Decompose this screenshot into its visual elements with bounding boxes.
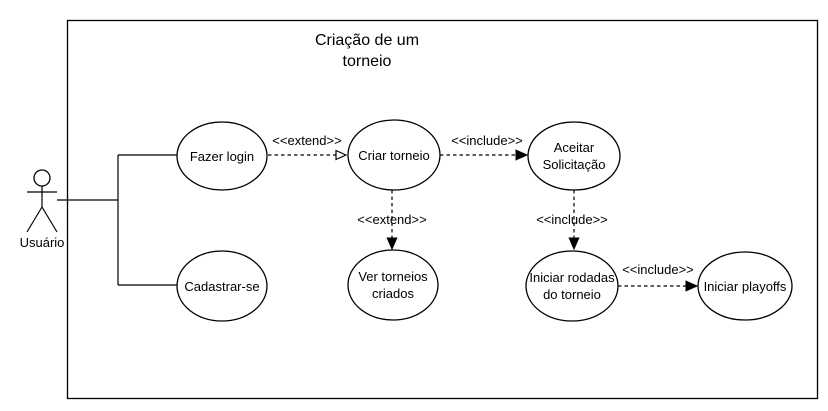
relation-include-iniciar-rodadas-to-iniciar-playoffs[interactable]: <<include>>	[618, 262, 699, 292]
title-line-2: torneio	[343, 53, 392, 70]
usecase-iniciar-playoffs[interactable]: Iniciar playoffs	[697, 251, 793, 321]
usecase-ellipse[interactable]	[347, 249, 439, 321]
relation-extend-criar-torneio-to-ver-torneios-criados[interactable]: <<extend>>	[357, 190, 427, 251]
usecase-label-line-1: Ver torneios	[358, 269, 428, 284]
actor-label: Usuário	[20, 235, 65, 250]
usecase-label-line-2: do torneio	[543, 287, 601, 302]
usecase-aceitar-solicitacao[interactable]: Aceitar Solicitação	[527, 121, 621, 191]
diagram-title: Criação de um torneio	[315, 32, 419, 70]
usecase-ellipse[interactable]	[176, 121, 268, 191]
usecase-label: Criar torneio	[358, 148, 430, 163]
filled-arrowhead-icon	[568, 237, 580, 251]
usecase-ellipse[interactable]	[176, 250, 268, 322]
association-usuario[interactable]	[57, 154, 177, 286]
usecase-label: Iniciar playoffs	[704, 279, 787, 294]
usecase-criar-torneio[interactable]: Criar torneio	[347, 119, 441, 191]
usecase-ellipse[interactable]	[525, 250, 619, 322]
usecase-label: Cadastrar-se	[184, 279, 259, 294]
usecase-label-line-2: Solicitação	[543, 157, 606, 172]
usecase-fazer-login[interactable]: Fazer login	[176, 121, 268, 191]
relation-extend-fazer-login-to-criar-torneio[interactable]: <<extend>>	[268, 133, 348, 161]
actor-icon	[26, 169, 58, 233]
relation-label: <<include>>	[536, 212, 608, 227]
filled-arrowhead-icon	[386, 237, 398, 251]
usecase-label-line-2: criados	[372, 286, 414, 301]
actor-usuario[interactable]: Usuário	[20, 169, 65, 250]
relation-label: <<include>>	[451, 133, 523, 148]
relation-label: <<include>>	[622, 262, 694, 277]
usecase-ellipse[interactable]	[527, 121, 621, 191]
relation-include-criar-torneio-to-aceitar-solicitacao[interactable]: <<include>>	[440, 133, 529, 161]
usecase-ver-torneios-criados[interactable]: Ver torneios criados	[347, 249, 439, 321]
system-boundary[interactable]	[66, 19, 819, 400]
open-arrowhead-icon	[335, 149, 348, 161]
usecase-cadastrar-se[interactable]: Cadastrar-se	[176, 250, 268, 322]
filled-arrowhead-icon	[515, 149, 529, 161]
usecase-label-line-1: Iniciar rodadas	[529, 270, 615, 285]
usecase-iniciar-rodadas[interactable]: Iniciar rodadas do torneio	[525, 250, 619, 322]
relation-include-aceitar-solicitacao-to-iniciar-rodadas[interactable]: <<include>>	[536, 190, 608, 251]
title-line-1: Criação de um	[315, 32, 419, 49]
usecase-label: Fazer login	[190, 149, 254, 164]
relation-label: <<extend>>	[357, 212, 426, 227]
usecase-label-line-1: Aceitar	[554, 140, 595, 155]
relation-label: <<extend>>	[272, 133, 341, 148]
filled-arrowhead-icon	[685, 280, 699, 292]
